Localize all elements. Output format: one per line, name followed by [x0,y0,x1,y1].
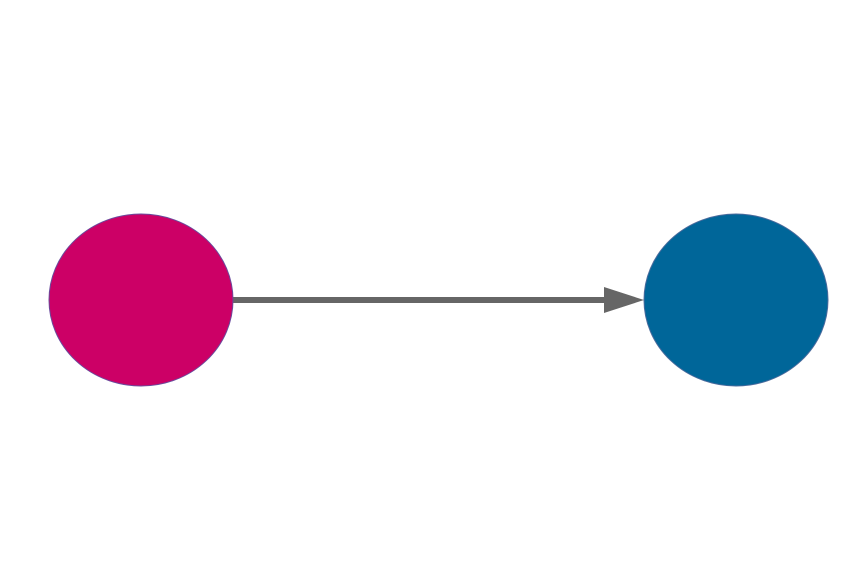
node-left-magenta[interactable] [48,213,234,387]
node-right-blue[interactable] [643,213,829,387]
edge-arrowhead [604,287,644,313]
